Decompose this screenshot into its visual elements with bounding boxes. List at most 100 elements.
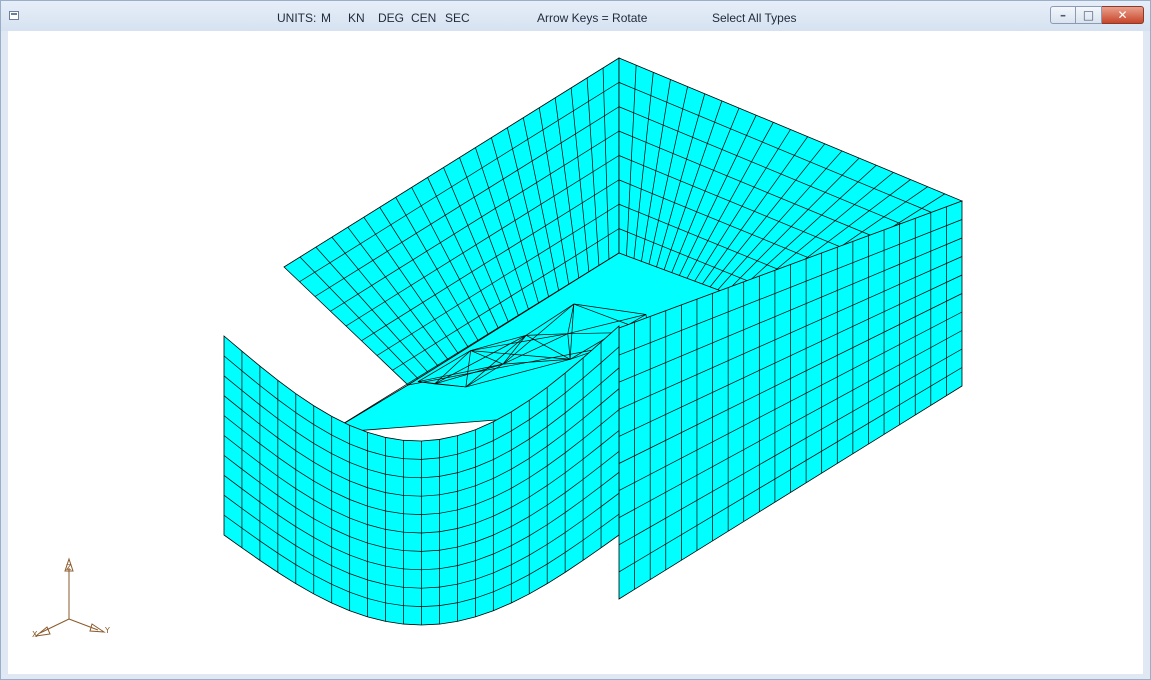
- model-viewport[interactable]: Z X Y: [8, 31, 1143, 674]
- wall-grid-line: [349, 517, 368, 525]
- wall-grid-line: [618, 219, 963, 356]
- maximize-button[interactable]: □: [1076, 6, 1102, 24]
- wall-grid-line: [475, 440, 494, 449]
- wall-grid-line: [564, 479, 584, 493]
- wall-grid-line: [529, 504, 548, 517]
- wall-grid-line: [259, 540, 279, 554]
- close-button[interactable]: ✕: [1102, 6, 1144, 24]
- minimize-button[interactable]: –: [1050, 6, 1076, 24]
- floor-mesh-line: [567, 333, 571, 360]
- close-icon: ✕: [1117, 8, 1128, 22]
- wall-grid-line: [511, 477, 530, 489]
- window-menu-icon[interactable]: [9, 11, 19, 20]
- floor-mesh-line: [465, 335, 527, 388]
- wall-grid-line: [277, 418, 297, 432]
- wall-grid-line: [564, 418, 584, 434]
- wall-grid-line: [582, 444, 602, 460]
- wall-grid-line: [493, 583, 512, 593]
- units-temperature: CEN: [411, 11, 437, 25]
- wall-grid-line: [223, 455, 243, 470]
- wall-grid-line: [277, 552, 297, 565]
- floor-mesh-line: [569, 303, 575, 360]
- wall-grid-line: [241, 409, 261, 425]
- wall-grid-line: [618, 367, 963, 573]
- wall-grid-line: [511, 419, 530, 432]
- wall-grid-line: [367, 487, 386, 493]
- wall-grid-line: [403, 458, 422, 460]
- floor-mesh-line: [470, 350, 504, 365]
- wall-grid-line: [331, 528, 350, 537]
- floor-mesh-line: [465, 350, 471, 387]
- wall-grid-line: [349, 554, 368, 562]
- wall-grid-line: [600, 451, 620, 466]
- wall-grid-line: [361, 179, 620, 342]
- wall-grid-line: [331, 453, 350, 463]
- wall-grid-line: [618, 256, 963, 410]
- wall-grid-line: [493, 564, 512, 574]
- floor-mesh-line: [434, 363, 504, 385]
- wall-grid-line: [241, 390, 261, 406]
- wall-grid-line: [511, 516, 530, 527]
- floor-mesh-line: [525, 335, 571, 360]
- wall-grid-line: [299, 82, 620, 283]
- wall-grid-line: [330, 130, 620, 312]
- wall-grid-line: [385, 510, 404, 515]
- wall-grid-line: [457, 522, 476, 529]
- wall-grid-line: [457, 560, 476, 566]
- wall-grid-line: [367, 450, 386, 457]
- floor-mesh-line: [502, 303, 575, 365]
- wall-grid-line: [546, 512, 566, 526]
- y-axis-head: [89, 623, 106, 633]
- wall-grid-line: [564, 519, 584, 533]
- wall-grid-line: [511, 535, 530, 546]
- wall-grid-line: [582, 506, 602, 521]
- wall-grid-line: [439, 528, 458, 533]
- wall-grid-line: [241, 429, 261, 445]
- x-axis-label: X: [32, 630, 38, 639]
- wall-grid-line: [223, 435, 243, 450]
- wall-grid-line: [313, 424, 332, 436]
- wall-grid-line: [511, 554, 530, 566]
- wall-grid-line: [600, 492, 620, 507]
- y-axis-arrow: [68, 618, 99, 631]
- tank-mesh[interactable]: Z X Y: [8, 31, 1143, 674]
- wall-grid-line: [385, 455, 404, 460]
- wall-grid-line: [475, 553, 494, 562]
- floor-mesh-line: [470, 333, 568, 351]
- wall-grid-line: [403, 568, 422, 571]
- wall-grid-line: [493, 507, 512, 517]
- floor-mesh-line: [567, 314, 647, 335]
- wall-grid-line: [259, 404, 279, 420]
- wall-grid-line: [618, 179, 841, 272]
- wall-grid-line: [331, 472, 350, 482]
- wall-grid-line: [546, 492, 566, 506]
- wall-grid-line: [313, 518, 332, 529]
- wall-grid-line: [295, 431, 314, 444]
- wall-grid-line: [564, 458, 584, 474]
- wall-grid-line: [367, 468, 386, 475]
- floor-mesh-line: [573, 303, 646, 315]
- wall-grid-line: [403, 586, 422, 589]
- wall-grid-line: [295, 412, 314, 425]
- wall-grid-line: [493, 430, 512, 441]
- wall-grid-line: [331, 509, 350, 519]
- z-axis-head: [64, 557, 74, 572]
- wall-grid-line: [421, 549, 440, 552]
- wall-grid-line: [439, 583, 458, 588]
- wall-grid-line: [600, 346, 620, 363]
- wall-grid-line: [223, 395, 243, 411]
- wall-grid-line: [600, 430, 620, 446]
- wall-grid-line: [493, 449, 512, 460]
- wall-grid-line: [385, 473, 404, 478]
- floor-mesh-line: [526, 333, 568, 336]
- wall-grid-line: [582, 424, 602, 440]
- wall-grid-line: [457, 541, 476, 548]
- title-bar[interactable]: UNITS: M KN DEG CEN SEC Arrow Keys = Rot…: [1, 1, 1150, 31]
- wall-grid-line: [564, 438, 584, 454]
- wall-grid-line: [475, 534, 494, 543]
- wall-grid-line: [403, 605, 422, 607]
- floor-mesh-line: [502, 358, 571, 365]
- wall-grid-line: [564, 499, 584, 513]
- floor-mesh-line: [434, 335, 527, 385]
- wall-grid-line: [349, 462, 368, 470]
